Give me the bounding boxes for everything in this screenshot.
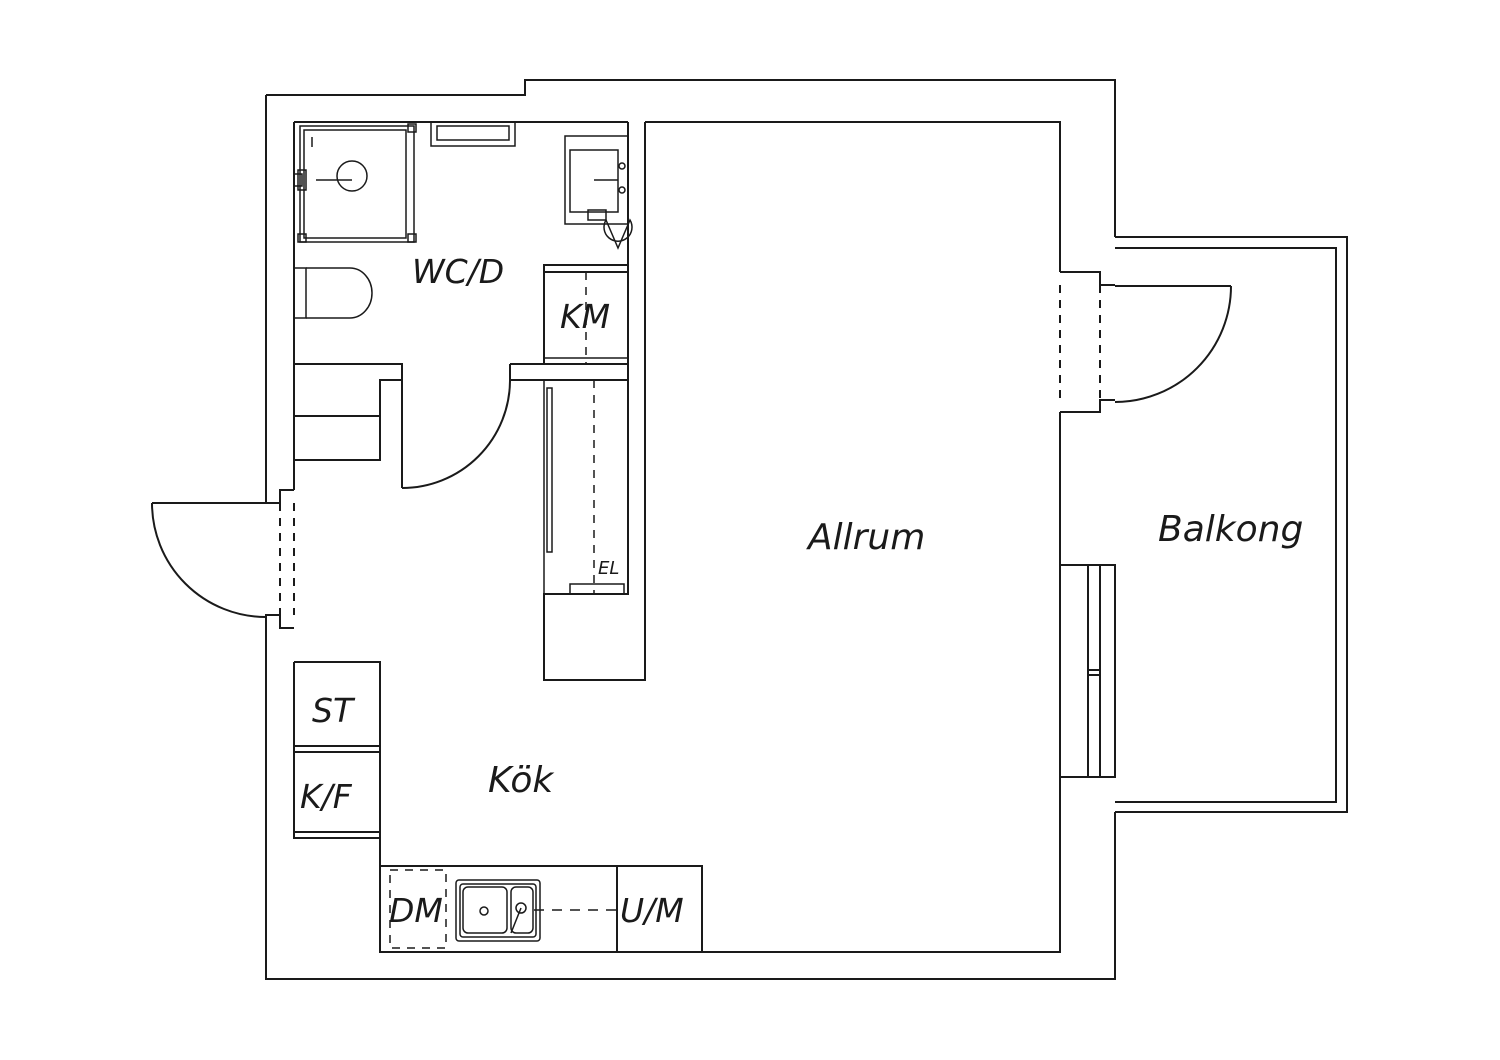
room-label-dm: DM xyxy=(389,891,443,930)
towel-radiator xyxy=(430,121,516,147)
kitchen-partition-wall xyxy=(543,122,646,681)
washing-machine-box xyxy=(543,264,628,364)
balcony-outline xyxy=(1115,236,1348,813)
room-label-um: U/M xyxy=(620,891,684,930)
balcony-door xyxy=(1059,271,1232,413)
outer-wall-outer-edge xyxy=(265,79,1116,980)
bathroom-bottom-wall-right xyxy=(509,363,628,381)
room-label-st: ST xyxy=(312,691,356,730)
closet-block xyxy=(294,379,402,461)
wash-basin xyxy=(564,135,633,250)
kitchen-sink xyxy=(455,879,541,942)
kitchen-counter xyxy=(380,865,703,952)
room-label-balkong: Balkong xyxy=(1158,509,1303,550)
bathroom-door xyxy=(401,379,511,489)
wardrobe xyxy=(543,380,625,594)
room-label-km: KM xyxy=(560,297,610,336)
room-label-el: EL xyxy=(598,558,619,579)
room-label-kf: K/F xyxy=(300,777,353,816)
room-label-allrum: Allrum xyxy=(806,517,925,558)
toilet xyxy=(293,267,373,319)
room-label-wc: WC/D xyxy=(412,252,504,291)
outer-wall-inner-edge xyxy=(293,121,1061,953)
room-label-kok: Kök xyxy=(488,760,555,801)
storage-and-fridge xyxy=(294,661,381,838)
balcony-window xyxy=(1059,564,1116,778)
entrance-door xyxy=(151,489,295,629)
shower xyxy=(293,123,417,243)
bathroom-bottom-wall xyxy=(294,363,403,488)
